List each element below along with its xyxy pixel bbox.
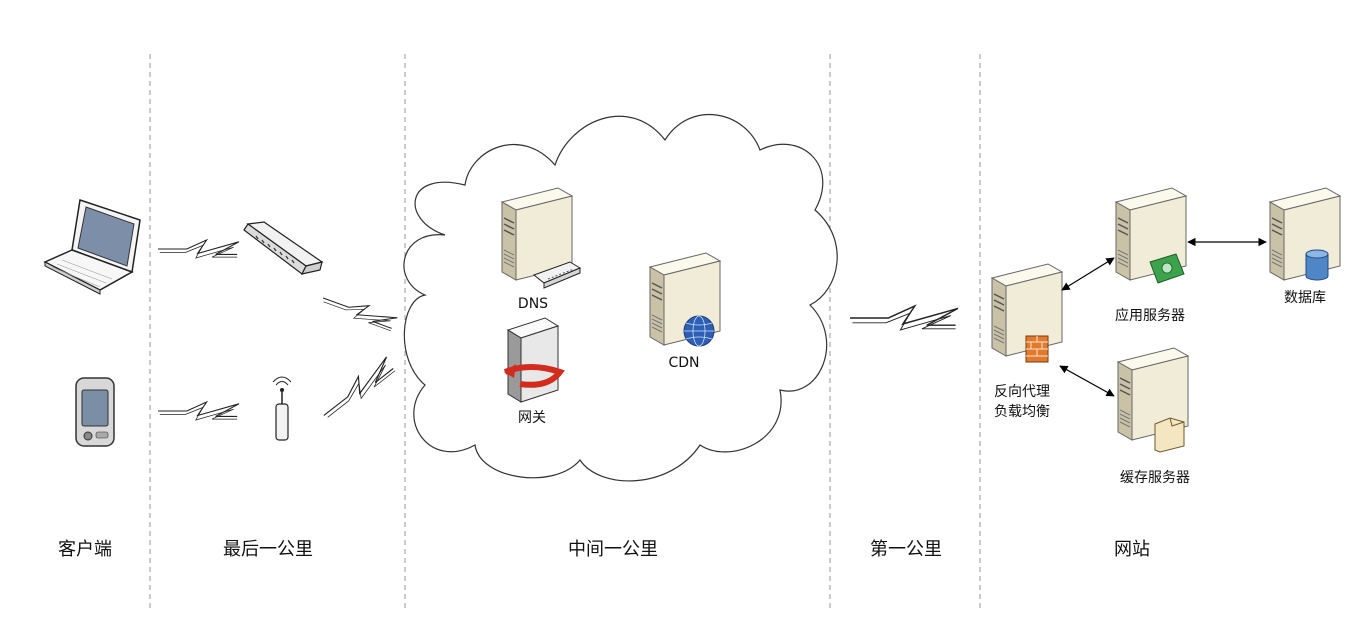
dns-server: DNS xyxy=(501,187,582,312)
globe-icon xyxy=(683,315,715,347)
section-label-client: 客户端 xyxy=(58,539,112,560)
app-server-label: 应用服务器 xyxy=(1115,307,1185,324)
document-icon xyxy=(1154,417,1185,453)
cache-server-label: 缓存服务器 xyxy=(1120,470,1190,486)
reverse-proxy-label: 反向代理 xyxy=(994,384,1050,400)
section-label-middle-mile: 中间一公里 xyxy=(568,539,658,560)
section-label-first-mile: 第一公里 xyxy=(870,539,942,560)
cloud-icon xyxy=(403,114,838,482)
switch-icon xyxy=(243,221,324,275)
server-icon xyxy=(1269,187,1341,281)
switch-icon xyxy=(532,261,582,289)
money-icon xyxy=(1149,253,1185,284)
laptop-icon xyxy=(43,199,141,295)
section-label-website: 网站 xyxy=(1114,539,1150,560)
gateway-label: 网关 xyxy=(518,410,546,426)
section-label-last-mile: 最后一公里 xyxy=(223,539,313,560)
app-server: 应用服务器 xyxy=(1115,187,1187,324)
pda-icon xyxy=(75,377,115,447)
database-server: 数据库 xyxy=(1269,187,1341,306)
gateway-icon xyxy=(503,317,565,403)
connection-arrows xyxy=(1059,237,1267,397)
database-cylinder-icon xyxy=(1305,249,1329,281)
firewall-icon xyxy=(1025,335,1049,363)
cdn-label: CDN xyxy=(668,355,699,371)
database-label: 数据库 xyxy=(1284,290,1326,306)
cdn-server: CDN xyxy=(649,252,721,371)
cache-server: 缓存服务器 xyxy=(1117,347,1190,486)
dns-label: DNS xyxy=(518,296,548,312)
reverse-proxy-server: 反向代理 负载均衡 xyxy=(991,263,1063,420)
load-balancer-label: 负载均衡 xyxy=(994,404,1050,420)
wireless-ap-icon xyxy=(272,376,292,441)
